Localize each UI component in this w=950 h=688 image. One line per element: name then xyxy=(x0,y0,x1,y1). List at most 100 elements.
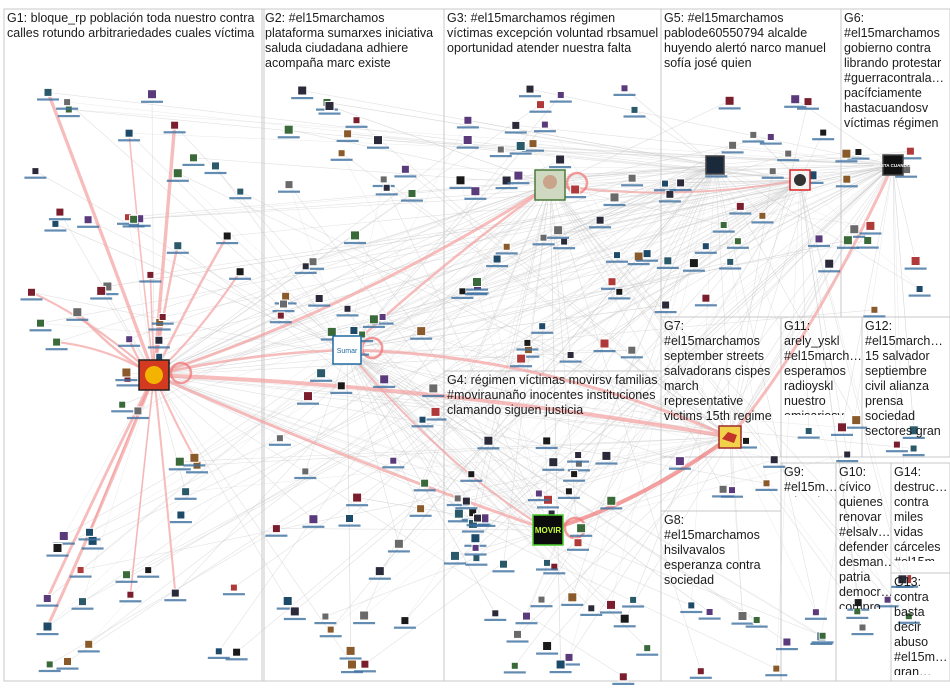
edge xyxy=(357,497,549,531)
node-avatar xyxy=(122,570,131,580)
node-label-mark xyxy=(37,98,59,101)
node-avatar xyxy=(416,504,426,514)
edge xyxy=(305,349,348,472)
node-avatar xyxy=(705,608,714,616)
node-avatar xyxy=(483,435,494,446)
node-label-mark xyxy=(689,676,712,679)
edge xyxy=(892,164,910,617)
edge xyxy=(515,125,894,166)
edge xyxy=(288,184,549,531)
node-label-mark xyxy=(29,329,52,332)
hub-edge xyxy=(547,435,732,532)
edge xyxy=(384,184,551,380)
node-avatar xyxy=(499,559,508,569)
node-label-mark xyxy=(283,617,306,621)
node-avatar xyxy=(540,120,549,129)
node-avatar xyxy=(235,267,245,277)
edge xyxy=(35,170,348,351)
node-label-mark xyxy=(119,600,142,603)
edge xyxy=(568,164,716,658)
node-label-mark xyxy=(126,416,149,420)
node-avatar xyxy=(382,183,391,192)
node-label-mark xyxy=(600,507,623,510)
node-label-mark xyxy=(836,246,859,249)
node-avatar xyxy=(378,313,387,321)
node-label-mark xyxy=(567,460,590,463)
hub-g2 xyxy=(332,335,362,365)
node-label-mark xyxy=(846,616,869,619)
node-label-mark xyxy=(509,152,532,155)
edge xyxy=(477,184,551,519)
node-label-mark xyxy=(345,125,368,128)
edge xyxy=(349,164,716,519)
edge xyxy=(47,92,801,181)
node-label-mark xyxy=(77,225,100,228)
node-avatar xyxy=(27,287,36,297)
edge xyxy=(354,235,549,531)
edge xyxy=(729,225,871,438)
node-avatar xyxy=(501,175,512,186)
edge xyxy=(80,436,731,571)
edge xyxy=(776,179,801,669)
node-label-mark xyxy=(835,160,858,163)
node-avatar xyxy=(769,455,779,465)
edge xyxy=(346,349,575,475)
node-avatar xyxy=(904,612,913,621)
node-avatar xyxy=(863,236,873,245)
node-label-mark xyxy=(847,157,870,160)
edge xyxy=(611,164,716,282)
node-avatar xyxy=(301,467,310,476)
node-label-mark xyxy=(721,495,743,498)
node-label-mark xyxy=(57,115,80,118)
node-label-mark xyxy=(272,310,295,313)
node-label-mark xyxy=(519,95,541,98)
node-label-mark xyxy=(36,604,59,607)
node-label-mark xyxy=(863,315,886,318)
node-label-mark xyxy=(137,575,160,578)
node-label-mark xyxy=(908,294,931,297)
node-avatar xyxy=(548,457,559,468)
node-label-mark xyxy=(669,188,692,192)
node-avatar xyxy=(470,186,481,197)
node-avatar xyxy=(42,594,52,603)
edge xyxy=(283,164,716,305)
node-avatar xyxy=(472,554,481,563)
node-label-mark xyxy=(338,524,361,527)
node-avatar xyxy=(347,659,357,670)
edge xyxy=(153,304,666,376)
edge xyxy=(714,164,743,617)
node-avatar xyxy=(619,613,630,624)
node-label-mark xyxy=(66,318,89,321)
node-label-mark xyxy=(836,460,859,463)
edge xyxy=(153,104,541,376)
node-avatar xyxy=(642,249,652,259)
node-label-mark xyxy=(557,496,580,499)
node-label-mark xyxy=(368,577,391,580)
edge xyxy=(572,164,716,598)
hub-g6-label: ¡HASTA CUANDO? xyxy=(873,163,913,168)
edge xyxy=(153,374,394,461)
node-label-mark xyxy=(811,641,834,644)
node-label-mark xyxy=(265,534,288,537)
edge xyxy=(153,304,666,376)
edge xyxy=(841,164,894,428)
node-label-mark xyxy=(45,348,68,351)
edge xyxy=(549,184,561,665)
edge xyxy=(549,184,871,227)
graph-nodes xyxy=(20,84,931,685)
node-label-mark xyxy=(151,322,174,325)
node-avatar xyxy=(236,187,245,196)
edge xyxy=(153,100,730,376)
hub-g4 xyxy=(532,514,564,546)
node-avatar xyxy=(599,338,610,349)
node-label-mark xyxy=(465,563,488,566)
edge xyxy=(307,395,731,438)
node-avatar xyxy=(52,337,62,347)
node-label-mark xyxy=(394,175,417,178)
node-label-mark xyxy=(148,328,171,331)
node-label-mark xyxy=(297,402,319,405)
node-label-mark xyxy=(595,462,618,465)
node-label-mark xyxy=(268,443,291,446)
edge xyxy=(457,164,894,499)
edge xyxy=(667,164,716,261)
